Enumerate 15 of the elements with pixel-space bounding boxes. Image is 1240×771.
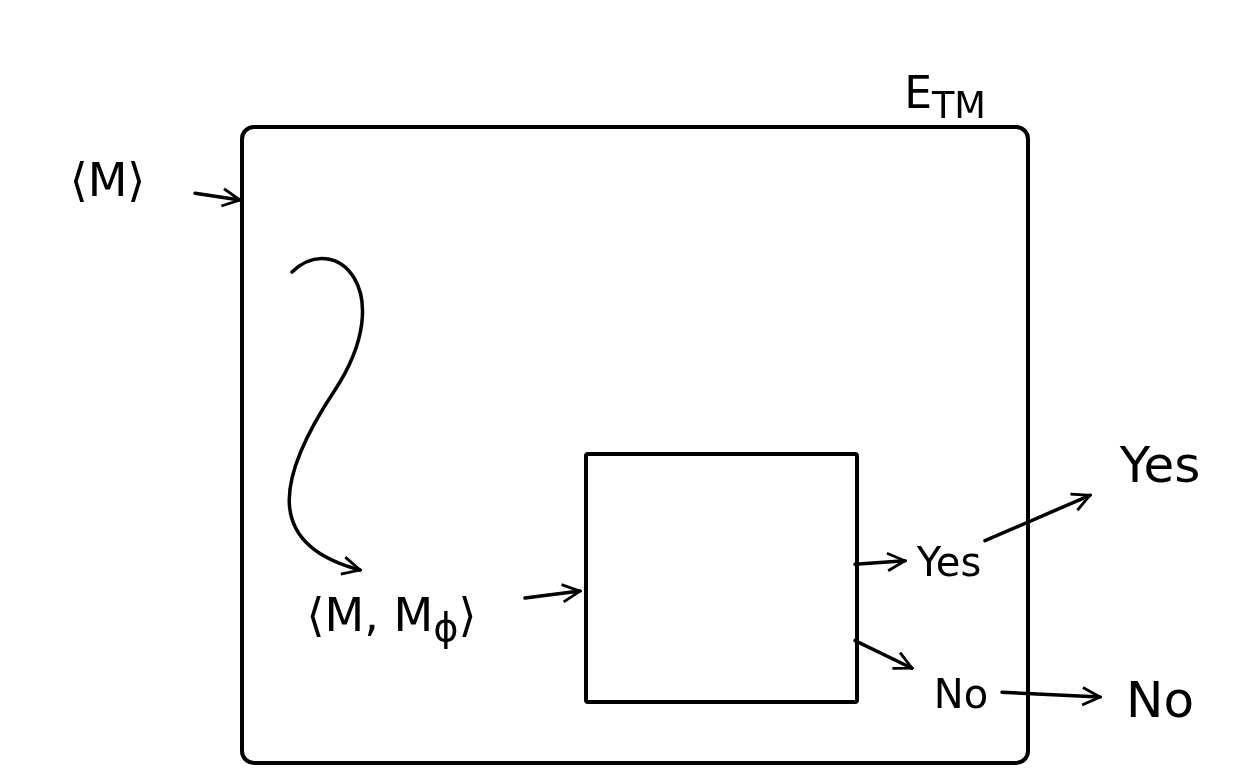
node-label: ⟨M⟩: [69, 153, 146, 207]
arrow: [1000, 686, 1102, 707]
node-label: ⟨M, M$_{ϕ}$⟩: [306, 587, 477, 651]
process-box: [584, 452, 859, 704]
arrow: [853, 551, 907, 573]
node-label: No: [1126, 671, 1194, 729]
arrow: [287, 256, 365, 575]
machine-title: E$_{TM}$: [904, 67, 986, 127]
node-label: Yes: [916, 539, 982, 585]
node-label: No: [933, 671, 989, 717]
arrow: [983, 492, 1092, 543]
arrow: [523, 583, 582, 604]
arrow: [853, 638, 914, 670]
node-label: Yes: [1119, 436, 1201, 494]
arrow: [193, 187, 242, 208]
